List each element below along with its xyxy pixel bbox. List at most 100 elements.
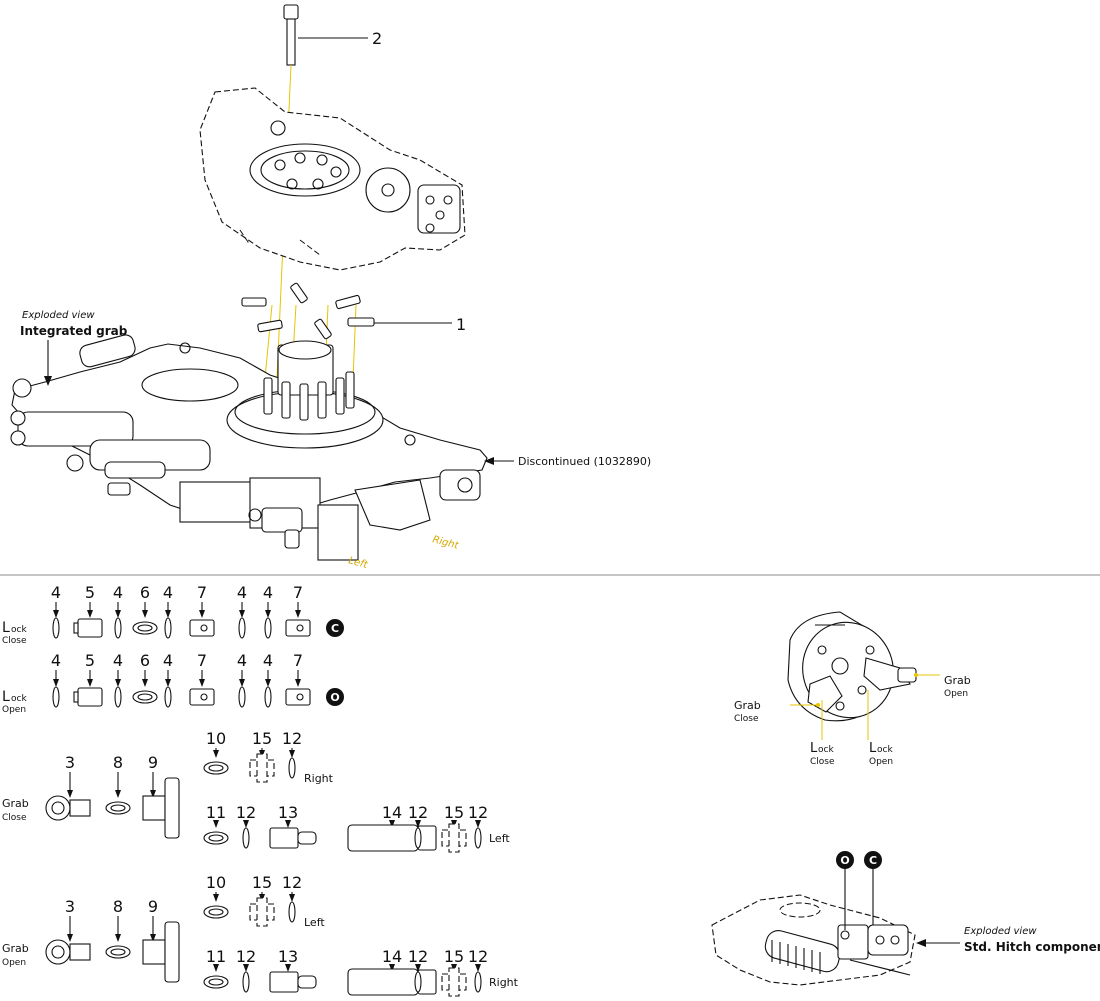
svg-text:L: L [2,620,10,636]
lock_close-part-4: 4 [163,583,173,639]
grab-close-upper-side: Right [304,772,334,785]
lock_close-part-4: 4 [263,583,273,639]
grab_open-lower-part-12: 12 [468,947,488,993]
right-side-label: Right [431,534,460,552]
grab_close-lower-part-15: 15 [441,803,467,853]
grab_close-lower-part-12: 12 [408,803,428,849]
lock_open-part-4: 4 [263,651,273,708]
svg-text:14: 14 [382,803,402,822]
svg-text:L: L [2,689,10,705]
svg-text:6: 6 [140,651,150,670]
valve-lock-open-label: L ock Open [869,741,893,767]
lock_open-part-4: 4 [163,651,173,708]
svg-text:ock: ock [11,694,27,704]
svg-text:12: 12 [236,947,256,966]
lock_open-part-7: 7 [189,651,215,706]
badge-open: O [326,688,344,706]
svg-text:Close: Close [2,813,27,823]
hitch-badge-close: C [869,854,877,867]
svg-text:12: 12 [468,803,488,822]
grab_close-part-3: 3 [45,753,91,821]
svg-text:9: 9 [148,897,158,916]
integrated-grab-label: Exploded view Integrated grab [20,310,128,386]
svg-text:5: 5 [85,651,95,670]
lock_close-part-5: 5 [73,583,103,638]
bolt-part-2: 2 [283,4,382,66]
row-label-grab-close: Grab Close [2,797,29,823]
svg-text:ock: ock [877,745,893,755]
badge-close: C [326,619,344,637]
hitch-exploded-view-label: Exploded view [964,926,1037,937]
svg-text:15: 15 [444,803,464,822]
lock_close-part-7: 7 [189,583,215,637]
discontinued-text: Discontinued (1032890) [518,455,651,468]
grab_close-upper-part-15: 15 [249,729,275,783]
grab_close-lower-part-11: 11 [203,803,229,845]
rotator-housing-dashed [199,87,466,271]
callout-1: 1 [456,315,466,334]
svg-text:3: 3 [65,897,75,916]
lock_close-part-4: 4 [113,583,123,639]
svg-text:Open: Open [944,689,968,699]
svg-text:4: 4 [263,651,273,670]
lock_close-part-4: 4 [237,583,247,639]
svg-text:7: 7 [293,583,303,602]
grab_open-part-9: 9 [142,897,180,983]
svg-text:7: 7 [293,651,303,670]
svg-text:7: 7 [197,583,207,602]
svg-text:12: 12 [236,803,256,822]
svg-text:L: L [810,741,818,756]
left-side-label: Left [347,555,369,571]
pins-part-1: 1 [241,282,466,340]
svg-text:4: 4 [51,583,61,602]
lock_open-part-6: 6 [132,651,158,704]
svg-text:4: 4 [263,583,273,602]
grab_close-upper-part-10: 10 [203,729,229,775]
grab-open-lower-side: Right [489,976,519,989]
svg-text:8: 8 [113,897,123,916]
lock_close-part-4: 4 [51,583,61,639]
grab_close-part-9: 9 [142,753,180,839]
hitch-badge-open: O [840,854,849,867]
svg-text:10: 10 [206,873,226,892]
grab_close-part-8: 8 [105,753,131,815]
svg-text:15: 15 [252,873,272,892]
svg-text:12: 12 [408,947,428,966]
svg-text:8: 8 [113,753,123,772]
discontinued-label: Discontinued (1032890) [484,455,651,468]
svg-text:12: 12 [468,947,488,966]
exploded-view-label: Exploded view [22,310,95,321]
integrated-grab-title: Integrated grab [20,324,128,338]
grab-close-lower-side: Left [489,832,510,845]
grab_open-lower-part-15: 15 [441,947,467,997]
grab-open-upper-side: Left [304,916,325,929]
grab_open-part-3: 3 [45,897,91,965]
grab_close-lower-part-13: 13 [269,803,317,849]
lock_close-part-7: 7 [285,583,311,637]
svg-text:Open: Open [2,705,26,715]
grab-body [10,334,488,561]
svg-text:4: 4 [163,651,173,670]
integrated-grab-assembly: 2 [10,4,651,571]
svg-text:9: 9 [148,753,158,772]
svg-text:4: 4 [237,651,247,670]
svg-text:4: 4 [113,583,123,602]
svg-text:ock: ock [818,745,834,755]
svg-text:15: 15 [252,729,272,748]
valve-grab-close-label: Grab [734,699,761,712]
grab_open-lower-part-12: 12 [408,947,428,993]
hitch-components-title: Std. Hitch components [964,940,1100,954]
row-label-lock-close: L ock Close [2,620,27,646]
std-hitch-components: O C Exploded view Std. Hitch components [711,851,1100,986]
lock_open-part-4: 4 [237,651,247,708]
grab_open-upper-part-15: 15 [249,873,275,927]
grab_open-upper-part-10: 10 [203,873,229,919]
svg-text:3: 3 [65,753,75,772]
svg-text:4: 4 [51,651,61,670]
svg-text:4: 4 [163,583,173,602]
svg-text:11: 11 [206,803,226,822]
lock_open-part-7: 7 [285,651,311,706]
lock_close-part-6: 6 [132,583,158,635]
lock_open-part-4: 4 [113,651,123,708]
